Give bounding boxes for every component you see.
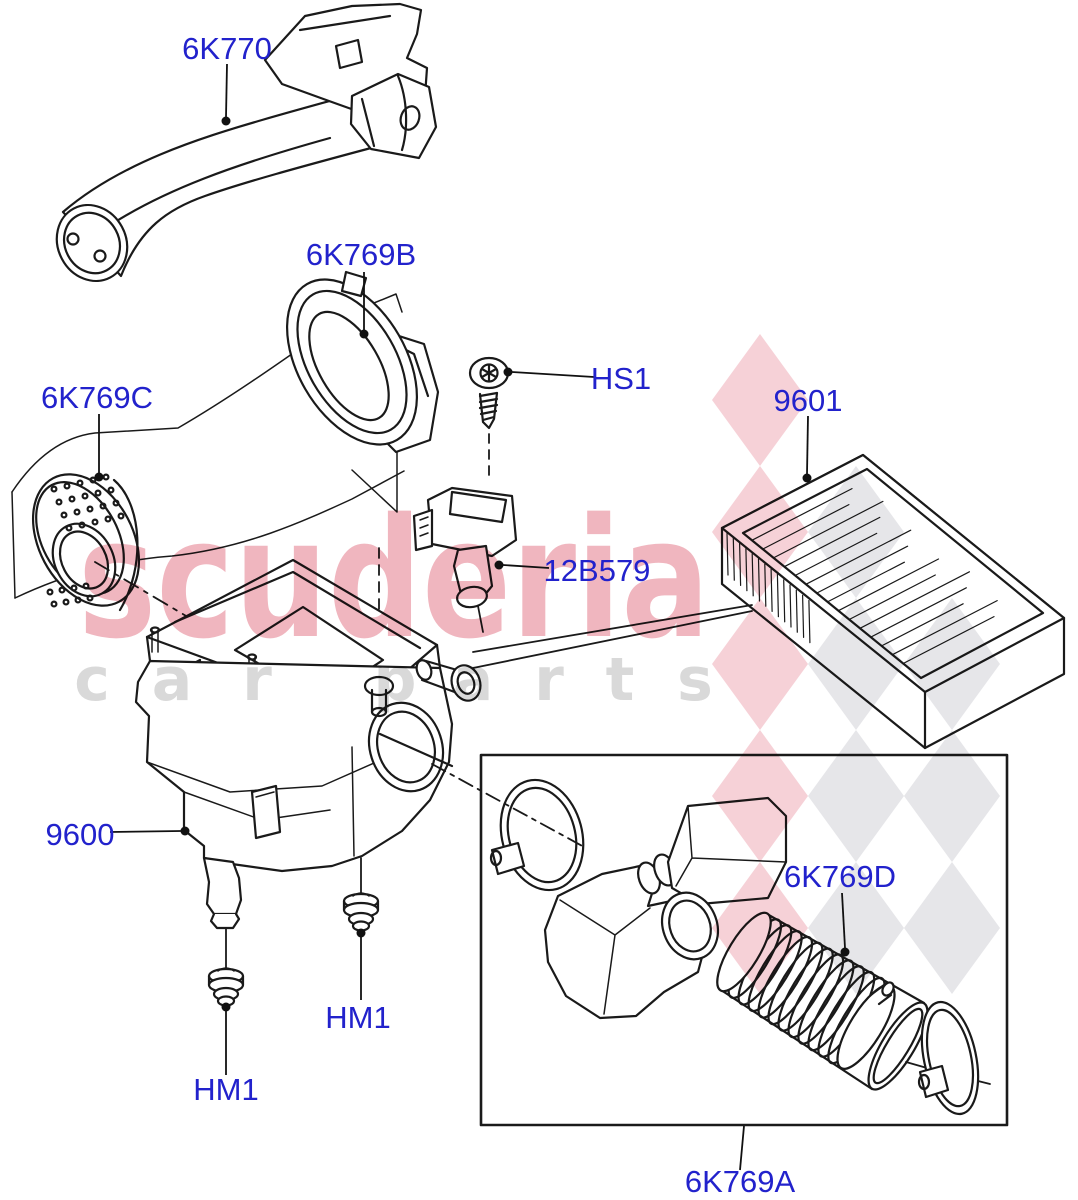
part-label-HM1: HM1: [325, 1000, 390, 1035]
checkered-flag-watermark: [712, 334, 1000, 994]
part-label-6K769C: 6K769C: [41, 380, 153, 415]
label-6K769B: 6K769B: [306, 237, 416, 339]
screw-HS1: [468, 356, 510, 483]
snorkel-perforations: [46, 473, 125, 608]
label-6K770: 6K770: [182, 31, 272, 126]
maf-sensor-12B579: [412, 486, 518, 633]
hose-clamp-rear: [917, 1000, 980, 1116]
svg-text:a: a: [453, 645, 494, 715]
part-label-9601: 9601: [774, 383, 843, 418]
part-label-6K770: 6K770: [182, 31, 272, 66]
label-9600: 9600: [46, 817, 190, 852]
label-6K769C: 6K769C: [41, 380, 153, 482]
svg-text:s: s: [677, 645, 713, 715]
grommet-HM1-right: [342, 892, 380, 932]
part-label-HS1: HS1: [591, 361, 651, 396]
line-art: [11, 2, 1066, 1127]
svg-text:t: t: [606, 645, 635, 715]
alignment-axis-outlet: [431, 763, 587, 849]
part-label-6K769B: 6K769B: [306, 237, 416, 272]
panel-seal-6K769B: [286, 270, 440, 454]
part-label-HM1: HM1: [193, 1072, 258, 1107]
filter-position-lines: [472, 604, 753, 669]
inlet-snorkel-6K769C: [31, 473, 231, 643]
part-label-9600: 9600: [46, 817, 115, 852]
label-12B579: 12B579: [494, 553, 651, 588]
part-label-6K769D: 6K769D: [784, 859, 896, 894]
label-HM1-right: HM1: [325, 928, 391, 1035]
grommet-HM1-left: [207, 967, 245, 1007]
hose-clamp-front: [489, 778, 585, 892]
label-HS1: HS1: [503, 361, 651, 396]
torx-icon: [480, 363, 498, 383]
part-label-6K769A: 6K769A: [685, 1164, 796, 1199]
svg-text:r: r: [242, 645, 272, 715]
label-6K769A: 6K769A: [685, 1125, 796, 1199]
alignment-axis-snorkel: [94, 561, 231, 643]
svg-text:a: a: [152, 645, 193, 715]
svg-text:r: r: [534, 645, 564, 715]
intake-duct-6K770: [55, 2, 438, 283]
svg-text:p: p: [374, 645, 417, 715]
watermark-brand-text: scuderia: [78, 483, 710, 675]
label-6K769D: 6K769D: [784, 859, 896, 957]
air-cleaner-assembly-9600: [134, 547, 482, 971]
label-HM1-left: HM1: [193, 1002, 259, 1107]
part-labels: 6K770 6K769B 6K769C HS1 9601 12B579 9600: [41, 31, 896, 1199]
label-9601: 9601: [774, 383, 843, 483]
svg-text:c: c: [74, 645, 110, 715]
part-label-12B579: 12B579: [544, 553, 651, 588]
